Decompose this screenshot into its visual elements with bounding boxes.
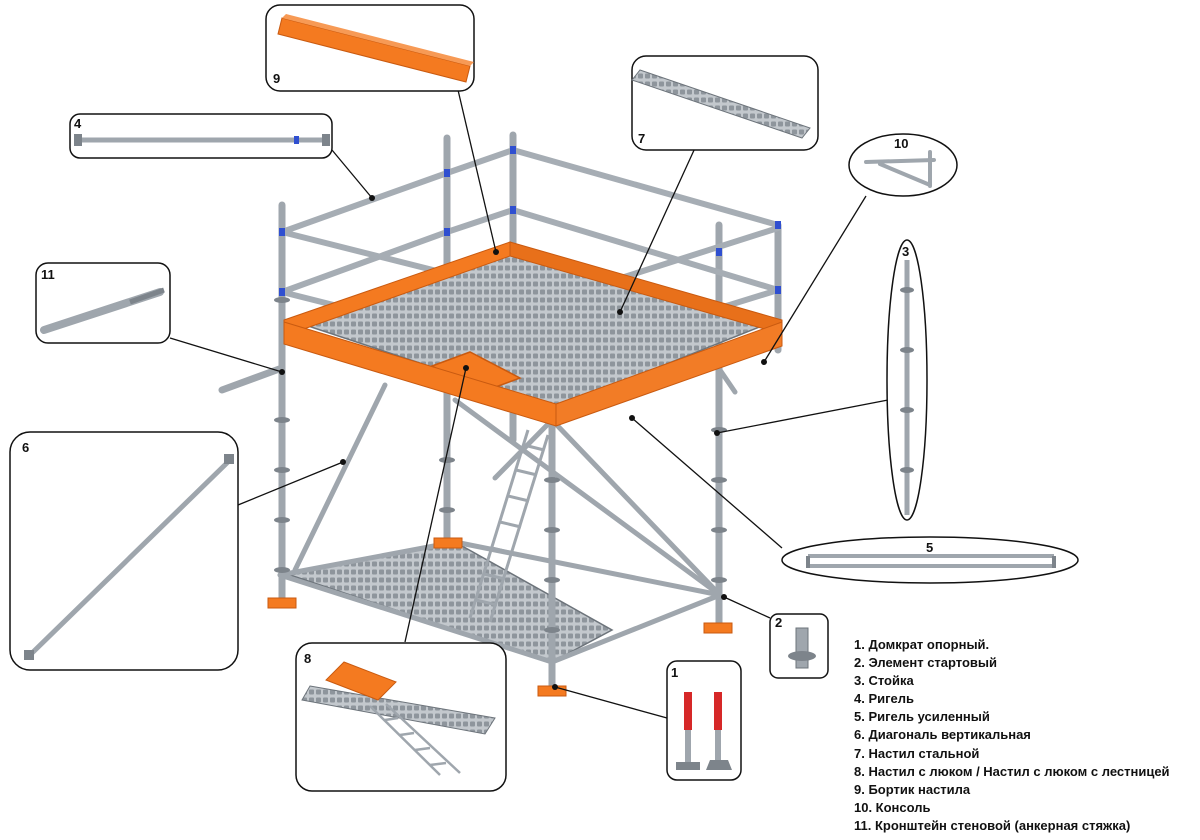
leader-9: [457, 89, 497, 253]
callout-10: 10: [848, 133, 958, 197]
callout-3-number: 3: [902, 244, 909, 259]
callout-11: 11: [35, 262, 171, 344]
upper-deck: [293, 247, 775, 409]
legend-item: 4. Ригель: [854, 691, 915, 707]
callout-8-number: 8: [304, 651, 311, 666]
legend-item: 7. Настил стальной: [854, 745, 980, 761]
callout-5: 5: [781, 536, 1079, 584]
callout-2-number: 2: [775, 615, 782, 630]
ladder: [468, 429, 550, 623]
leader-10: [763, 195, 867, 363]
callout-4-number: 4: [74, 116, 82, 131]
wall-tie-stub: [218, 364, 286, 394]
leader-lines: [169, 89, 889, 719]
lower-frame: [277, 367, 738, 665]
toe-boards: [283, 241, 783, 427]
leader-11: [169, 337, 283, 373]
legend-item: 9. Бортик настила: [854, 781, 971, 797]
leader-2: [723, 596, 771, 619]
legend-item: 1. Домкрат опорный.: [854, 637, 990, 652]
leader-7: [619, 147, 696, 313]
callout-1-number: 1: [671, 665, 678, 680]
callout-1: 1: [666, 660, 742, 781]
leader-6: [237, 461, 344, 506]
callout-6: 6: [9, 431, 239, 671]
leader-dots: [279, 195, 767, 690]
leader-3: [716, 399, 889, 434]
callout-5-number: 5: [926, 540, 933, 555]
callout-9-number: 9: [273, 71, 280, 86]
callout-4: 4: [69, 113, 333, 159]
leader-1: [554, 686, 668, 719]
legend-item: 8. Настил с люком / Настил с люком с лес…: [854, 763, 1170, 779]
callout-3: 3: [886, 239, 928, 521]
leader-4: [331, 149, 373, 199]
legend-item: 10. Консоль: [854, 799, 931, 815]
callout-11-number: 11: [41, 267, 55, 282]
legend-item: 3. Стойка: [854, 673, 914, 689]
callout-9: 9: [265, 4, 475, 92]
legend-item: 11. Кронштейн стеновой (анкерная стяжка): [854, 817, 1131, 833]
callout-10-number: 10: [894, 136, 908, 151]
base-plates: [267, 537, 733, 697]
callout-2: 2: [769, 613, 829, 679]
leader-5: [631, 417, 783, 549]
leader-8: [404, 367, 467, 643]
callout-8: 8: [295, 642, 507, 792]
legend-item: 2. Элемент стартовый: [854, 655, 998, 671]
legend-item: 5. Ригель усиленный: [854, 709, 990, 725]
callout-7: 7: [631, 55, 819, 151]
parts-legend: 1. Домкрат опорный. 2. Элемент стартовый…: [854, 636, 1170, 835]
scaffold-main: [218, 131, 783, 697]
callout-7-number: 7: [638, 131, 645, 146]
legend-item: 6. Диагональ вертикальная: [854, 727, 1031, 743]
callout-6-number: 6: [22, 440, 29, 455]
